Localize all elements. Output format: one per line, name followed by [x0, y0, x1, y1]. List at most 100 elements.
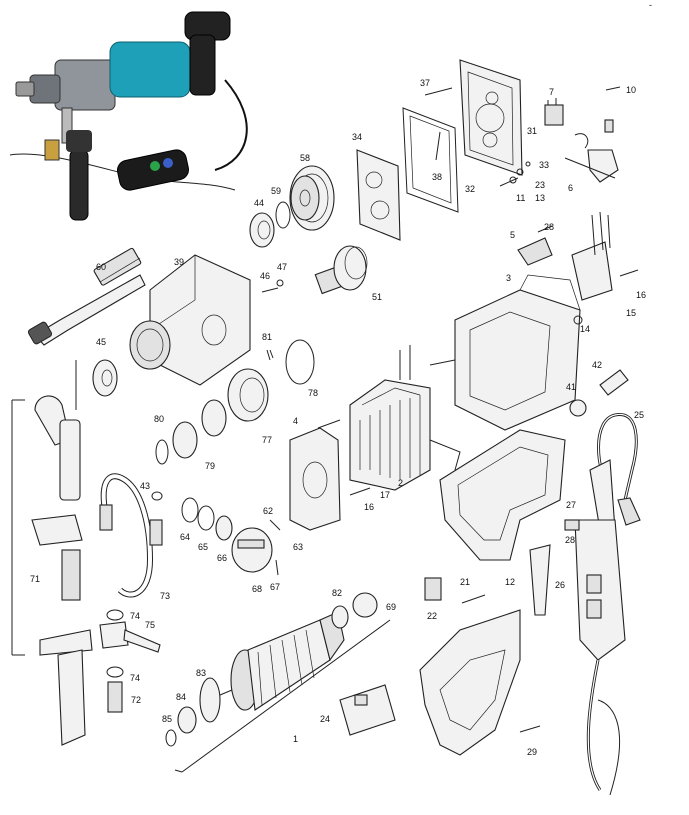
callout-14: 14	[580, 324, 590, 334]
callout-38: 38	[432, 172, 442, 182]
callout-4: 4	[293, 416, 298, 426]
bearing-69	[352, 592, 378, 618]
callout-25: 25	[634, 410, 644, 420]
change-knob-68	[231, 527, 273, 573]
callout-3: 3	[506, 273, 511, 283]
callout-41: 41	[566, 382, 576, 392]
callout-71: 71	[30, 574, 40, 584]
terminal-27	[564, 519, 580, 531]
callout-74-bottom: 74	[130, 673, 140, 683]
callout-85: 85	[162, 714, 172, 724]
callout-42: 42	[592, 360, 602, 370]
callout-11: 11	[516, 193, 525, 203]
switch-parts-6-7-10	[499, 86, 621, 187]
callout-13: 13	[535, 193, 545, 203]
bearing-82	[331, 605, 349, 629]
cord-guard-41-42	[569, 369, 629, 417]
gear-cover-31	[459, 59, 523, 176]
callout-17: 17	[380, 490, 390, 500]
callout-45: 45	[96, 337, 106, 347]
callout-15: 15	[626, 308, 636, 318]
hose-73	[99, 473, 163, 598]
callout-59: 59	[271, 186, 281, 196]
callout-43: 43	[140, 481, 150, 491]
callout-64: 64	[180, 532, 190, 542]
callout-77: 77	[262, 435, 272, 445]
callout-78: 78	[308, 388, 318, 398]
callout-26: 26	[555, 580, 565, 590]
callout-74-top: 74	[130, 611, 140, 621]
bearing-79	[172, 399, 227, 459]
callout-47: 47	[277, 262, 287, 272]
callout-79: 79	[205, 461, 215, 471]
capacitor-22	[424, 577, 442, 601]
callout-10: 10	[626, 85, 636, 95]
brush-cap-5	[517, 225, 553, 266]
callout-21: 21	[460, 577, 470, 587]
callout-63: 63	[293, 542, 303, 552]
corner-mark: -	[649, 0, 652, 10]
callout-80: 80	[154, 414, 164, 424]
bearing-44	[249, 212, 275, 248]
callout-37: 37	[420, 78, 430, 88]
callout-27: 27	[566, 500, 576, 510]
callout-32: 32	[465, 184, 475, 194]
callout-1: 1	[293, 734, 298, 744]
baffle-83	[199, 677, 221, 723]
callout-7: 7	[549, 87, 554, 97]
callout-23: 23	[535, 180, 545, 190]
callout-46: 46	[260, 271, 270, 281]
callout-5: 5	[510, 230, 515, 240]
callout-66: 66	[217, 553, 227, 563]
callout-60: 60	[96, 262, 106, 272]
callout-69: 69	[386, 602, 396, 612]
armature-1	[219, 611, 345, 711]
switch-24	[339, 684, 396, 736]
callout-72: 72	[131, 695, 141, 705]
handle-cover-12	[419, 609, 521, 756]
callout-16-mid: 16	[364, 502, 374, 512]
callout-62: 62	[263, 506, 273, 516]
callout-22: 22	[427, 611, 437, 621]
field-2	[349, 345, 461, 491]
bearing-84	[177, 706, 197, 734]
cover-34	[356, 149, 401, 241]
valve-74-75-72	[99, 609, 161, 713]
callout-73: 73	[160, 591, 170, 601]
callout-82: 82	[332, 588, 342, 598]
bearing-box-4	[289, 427, 341, 531]
handle-housing-12	[439, 429, 566, 561]
bearing-77	[227, 368, 269, 422]
retaining-ring-59	[275, 201, 291, 229]
motor-housing-3	[454, 274, 583, 431]
callout-16-right: 16	[636, 290, 646, 300]
callout-labels: 37 10 7 31 34 33 23 38 32 6 11 13 58 59 …	[30, 78, 646, 757]
callout-28-top: 28	[544, 222, 554, 232]
callout-65: 65	[198, 542, 208, 552]
callout-84: 84	[176, 692, 186, 702]
callout-24: 24	[320, 714, 330, 724]
callout-6: 6	[568, 183, 573, 193]
callout-44: 44	[254, 198, 264, 208]
spindle-60	[27, 247, 146, 346]
callout-28-bottom: 28	[565, 535, 575, 545]
gasket-32	[402, 107, 459, 213]
callout-75: 75	[145, 620, 155, 630]
callout-58: 58	[300, 153, 310, 163]
gear-housing-39	[129, 254, 251, 386]
strain-relief-26	[529, 544, 551, 616]
power-cord-25	[574, 413, 641, 796]
callout-68: 68	[252, 584, 262, 594]
callout-31: 31	[527, 126, 537, 136]
callout-51: 51	[372, 292, 382, 302]
callout-33: 33	[539, 160, 549, 170]
callout-34: 34	[352, 132, 362, 142]
bearing-45	[92, 359, 118, 397]
gear-58	[289, 165, 335, 231]
spindle-gear-51	[314, 245, 368, 295]
callout-39: 39	[174, 257, 184, 267]
side-handle-71	[31, 360, 93, 746]
product-photo	[9, 11, 248, 221]
